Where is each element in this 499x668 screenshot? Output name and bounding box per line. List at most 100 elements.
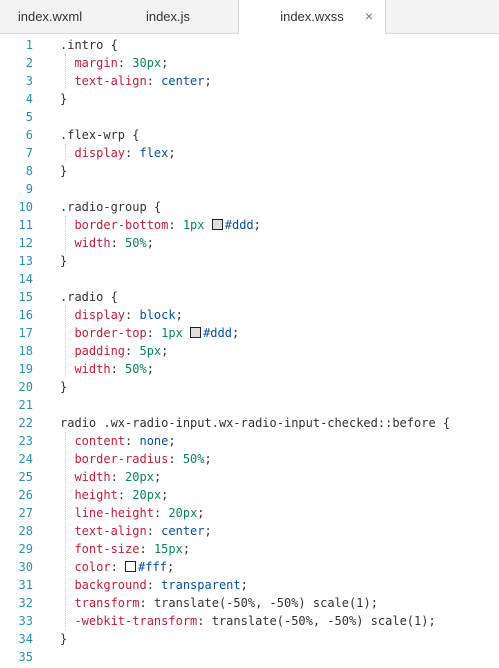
code-text: text-align: center; [60,72,212,90]
code-token [60,488,74,502]
code-text: display: block; [60,306,182,324]
code-line: 29 font-size: 15px; [0,540,499,558]
code-token: ; [240,578,248,592]
code-text: width: 50%; [60,234,154,252]
code-token: ; [168,146,176,160]
color-swatch-icon[interactable] [125,561,137,572]
code-text: border-top: 1px #ddd; [60,324,239,342]
code-token [60,236,74,250]
code-token: : [125,308,140,322]
code-token: : [197,614,212,628]
code-token: 50% [182,452,205,466]
close-icon[interactable]: × [364,8,373,24]
tab-index-js[interactable]: index.js [118,0,218,33]
indent-guide [65,144,66,162]
code-token: : [110,362,126,376]
indent-guide [65,54,66,90]
line-number: 24 [18,452,33,466]
line-number: 29 [18,542,33,556]
line-number: 6 [25,128,33,142]
tab-index-wxss[interactable]: index.wxss × [238,0,386,34]
code-token: : [168,218,183,232]
code-token [60,344,74,358]
line-number: 30 [18,560,33,574]
line-number: 26 [18,488,33,502]
code-token [60,614,74,628]
code-token: text-align [74,74,147,88]
indent-guide [65,432,66,630]
code-token: ; [204,452,212,466]
code-token: ; [204,74,212,88]
code-token: color [74,560,111,574]
code-line: 9 [0,180,499,198]
code-line: 20} [0,378,499,396]
line-number: 19 [18,362,33,376]
code-token: ; [153,470,162,484]
line-number: 3 [25,74,33,88]
code-line: 2 margin: 30px; [0,54,499,72]
tab-index-wxml[interactable]: index.wxml [0,0,100,33]
code-line: 13} [0,252,499,270]
code-text: line-height: 20px; [60,504,204,522]
code-token: : [110,470,126,484]
code-token: #ddd [203,326,232,340]
code-token: center [161,74,205,88]
code-token [60,218,74,232]
color-swatch-icon[interactable] [211,219,223,230]
line-number: 16 [18,308,33,322]
code-token: transparent [161,578,241,592]
code-token [60,524,74,538]
code-line: 12 width: 50%; [0,234,499,252]
code-token [60,56,74,70]
code-token: : [117,488,133,502]
code-text: } [60,378,67,396]
line-number: 31 [18,578,33,592]
code-line: 5 [0,108,499,126]
code-token: : [139,542,154,556]
code-token: text-align [74,524,147,538]
code-line: 33 -webkit-transform: translate(-50%, -5… [0,612,499,630]
code-token: .intro { [60,38,118,52]
code-line: 4} [0,90,499,108]
code-token [60,452,74,466]
line-number: 32 [18,596,33,610]
code-token: : [146,578,162,592]
code-token: radio .wx-radio-input.wx-radio-input-che… [60,416,451,430]
code-token: translate(-50%, -50%) scale(1) [153,596,371,610]
color-swatch-icon[interactable] [190,327,202,338]
code-text: padding: 5px; [60,342,168,360]
code-line: 17 border-top: 1px #ddd; [0,324,499,342]
code-token: ; [146,362,154,376]
code-text: height: 20px; [60,486,168,504]
editor-tab-bar: index.wxml index.js index.wxss × [0,0,499,34]
code-token: #fff [138,560,167,574]
code-token: ; [428,614,436,628]
code-token: width [74,470,111,484]
line-number: 2 [25,56,33,70]
code-token [60,434,74,448]
line-number: 7 [25,146,33,160]
code-token: ; [161,344,169,358]
line-number: 9 [25,182,33,196]
code-line: 16 display: block; [0,306,499,324]
code-token: : [168,452,183,466]
code-token [60,560,74,574]
code-line: 14 [0,270,499,288]
code-line: 31 background: transparent; [0,576,499,594]
code-token: translate(-50%, -50%) scale(1) [211,614,429,628]
code-token: none [139,434,169,448]
code-token [60,308,74,322]
code-token: transform [74,596,140,610]
code-text: .radio-group { [60,198,161,216]
code-token: display [74,308,126,322]
code-editor[interactable]: 1.intro {2 margin: 30px;3 text-align: ce… [0,34,499,668]
code-token: margin [74,56,118,70]
code-line: 10.radio-group { [0,198,499,216]
code-text: transform: translate(-50%, -50%) scale(1… [60,594,377,612]
code-token: : [153,506,169,520]
code-token: 20px [132,488,162,502]
code-token: 20px [168,506,198,520]
code-token [60,578,74,592]
code-text: radio .wx-radio-input.wx-radio-input-che… [60,414,450,432]
code-token: height [74,488,118,502]
